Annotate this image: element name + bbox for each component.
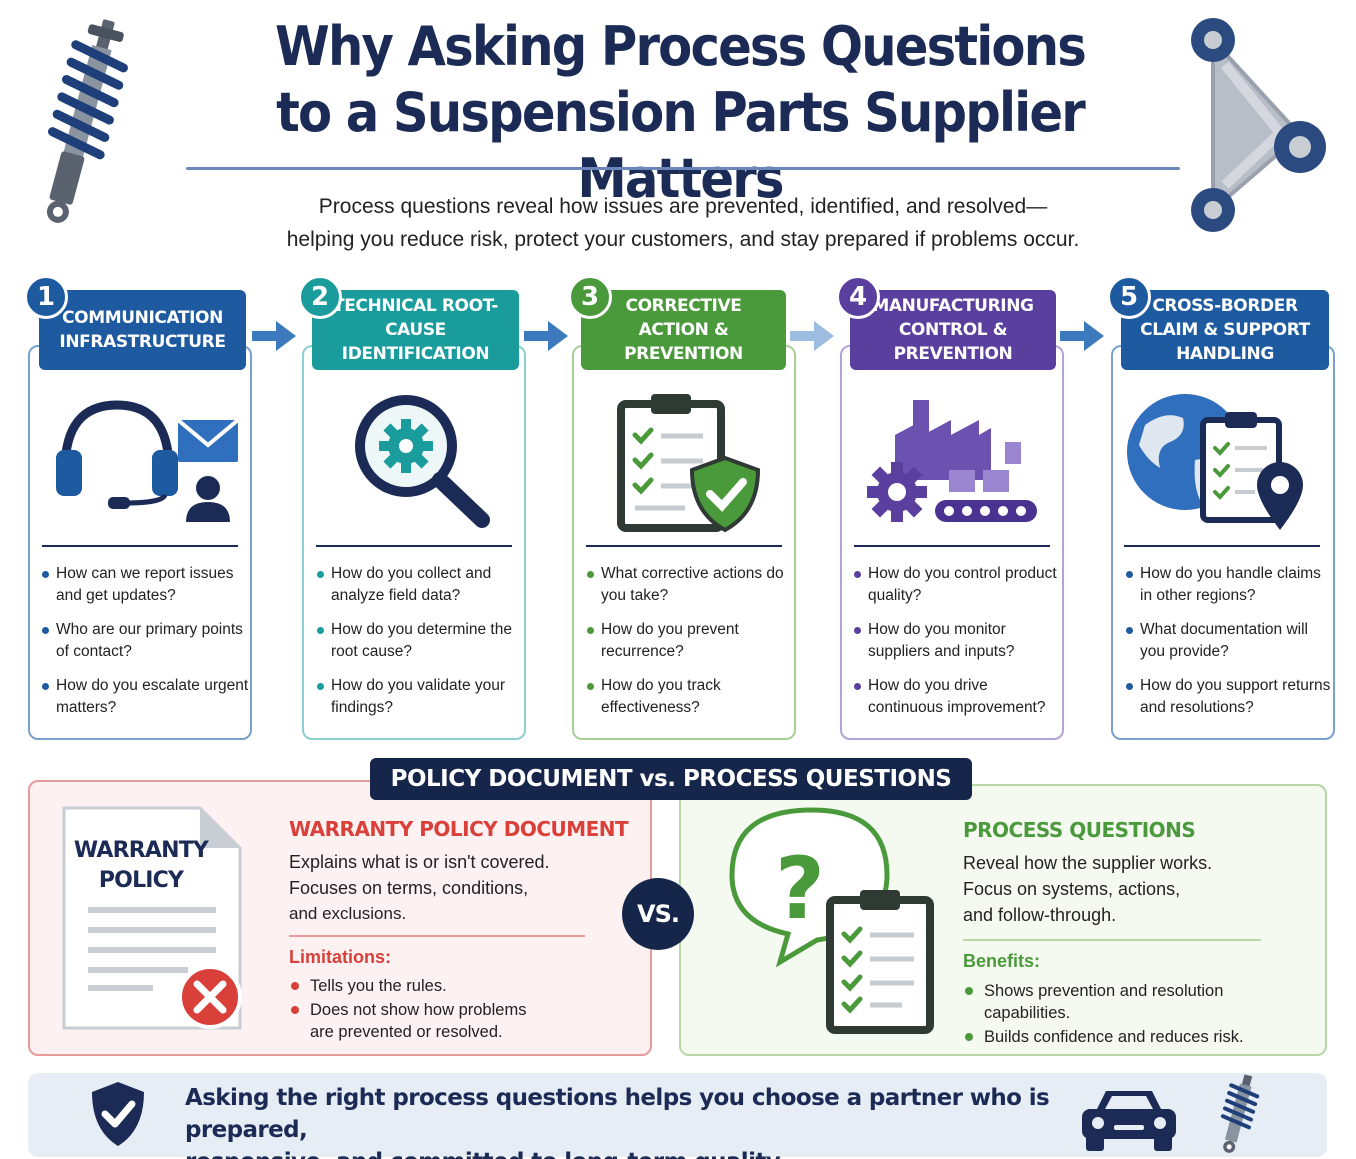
step-divider-3 [586,545,782,547]
list-item: How do you support returns and resolutio… [1124,675,1334,719]
step-number-3: 3 [568,275,612,319]
footer-line-1: Asking the right process questions helps… [185,1085,1050,1143]
doc-label-line-2: POLICY [98,868,184,893]
list-item: How do you monitor suppliers and inputs? [852,619,1062,663]
page-title: Why Asking Process Questions to a Suspen… [192,14,1167,212]
question-list-corrective-action: What corrective actions do you take? How… [585,563,795,731]
process-text-line-3: and follow-through. [963,905,1117,925]
process-text-line-1: Reveal how the supplier works. [963,853,1213,873]
limitations-heading: Limitations: [289,947,391,967]
list-item: How do you escalate urgent matters? [40,675,250,719]
page-subtitle: Process questions reveal how issues are … [200,190,1166,256]
warranty-panel-text: Explains what is or isn't covered. Focus… [289,849,550,927]
warranty-text-line-3: and exclusions. [289,904,407,923]
list-item: What documentation will you provide? [1124,619,1334,663]
list-item: What corrective actions do you take? [585,563,795,607]
subtitle-line-1: Process questions reveal how issues are … [318,195,1048,218]
step-divider-2 [316,545,512,547]
step-card-communication [28,345,252,740]
process-panel-title: PROCESS QUESTIONS [963,818,1196,842]
arrow-right-icon [252,321,296,351]
arrow-right-icon [524,321,568,351]
list-item: How can we report issues and get updates… [40,563,250,607]
step-header-corrective-action: CORRECTIVE ACTION & PREVENTION [581,290,786,370]
question-list-root-cause: How do you collect and analyze field dat… [315,563,525,731]
warranty-panel-title: WARRANTY POLICY DOCUMENT [289,817,629,841]
factory-icon [867,400,1037,522]
warranty-panel-divider [289,935,585,937]
control-arm-icon [1191,18,1326,232]
arrow-right-icon [790,321,834,351]
headset-mail-icon [56,400,240,522]
question-list-communication: How can we report issues and get updates… [40,563,250,731]
warranty-document-icon [62,806,242,1030]
list-item: How do you control product quality? [852,563,1062,607]
footer-line-2: responsive, and committed to long-term q… [185,1146,1055,1159]
title-line-2: to a Suspension Parts Supplier Matters [276,81,1086,210]
list-item: How do you validate your findings? [315,675,525,719]
subtitle-line-2: helping you reduce risk, protect your cu… [286,228,1080,251]
list-item: Does not show how problems are prevented… [289,999,549,1043]
warranty-text-line-2: Focuses on terms, conditions, [289,878,529,898]
warranty-text-line-1: Explains what is or isn't covered. [289,852,550,872]
footer-message: Asking the right process questions helps… [185,1082,1055,1159]
list-item: How do you determine the root cause? [315,619,525,663]
step-header-cross-border: CROSS-BORDER CLAIM & SUPPORT HANDLING [1121,290,1329,370]
warranty-document-label: WARRANTY POLICY [70,836,212,896]
process-panel-text: Reveal how the supplier works. Focus on … [963,850,1212,928]
step-number-2: 2 [298,275,342,319]
list-item: How do you prevent recurrence? [585,619,795,663]
shock-absorber-icon [46,19,128,223]
magnifier-gear-icon [355,395,490,528]
step-header-manufacturing: MANUFACTURING CONTROL & PREVENTION [850,290,1056,370]
arrow-right-icon [1060,321,1104,351]
benefits-list: Shows prevention and resolution capabili… [963,980,1283,1050]
list-item: How do you collect and analyze field dat… [315,563,525,607]
process-panel-divider [963,939,1261,941]
step-number-4: 4 [836,275,880,319]
list-item: Who are our primary points of contact? [40,619,250,663]
car-icon [1082,1091,1176,1151]
list-item: Shows prevention and resolution capabili… [963,980,1253,1024]
doc-label-line-1: WARRANTY [73,838,209,863]
step-number-1: 1 [24,275,68,319]
vs-badge: VS. [622,878,694,950]
process-text-line-2: Focus on systems, actions, [963,879,1181,899]
list-item: Builds confidence and reduces risk. [963,1026,1283,1048]
benefits-heading: Benefits: [963,951,1041,971]
list-item: How do you handle claims in other region… [1124,563,1334,607]
list-item: How do you drive continuous improvement? [852,675,1062,719]
step-number-5: 5 [1107,275,1151,319]
list-item: Tells you the rules. [289,975,589,997]
globe-clipboard-pin-icon [1127,394,1303,530]
shield-check-icon [92,1082,144,1146]
step-divider-4 [854,545,1050,547]
step-header-communication: COMMUNICATION INFRASTRUCTURE [39,290,246,370]
list-item: How do you track effectiveness? [585,675,795,719]
title-line-1: Why Asking Process Questions [275,15,1087,78]
step-divider-5 [1124,545,1320,547]
question-list-cross-border: How do you handle claims in other region… [1124,563,1334,731]
step-header-root-cause: TECHNICAL ROOT-CAUSE IDENTIFICATION [312,290,519,370]
clipboard-shield-icon [617,394,761,533]
question-list-manufacturing: How do you control product quality? How … [852,563,1062,731]
title-divider [186,167,1180,170]
mini-shock-absorber-icon [1220,1074,1260,1153]
comparison-banner: POLICY DOCUMENT vs. PROCESS QUESTIONS [370,758,972,800]
svg-text:?: ? [775,839,825,939]
step-divider-1 [42,545,238,547]
limitations-list: Tells you the rules. Does not show how p… [289,975,589,1045]
question-clipboard-icon: ? [729,807,934,1034]
